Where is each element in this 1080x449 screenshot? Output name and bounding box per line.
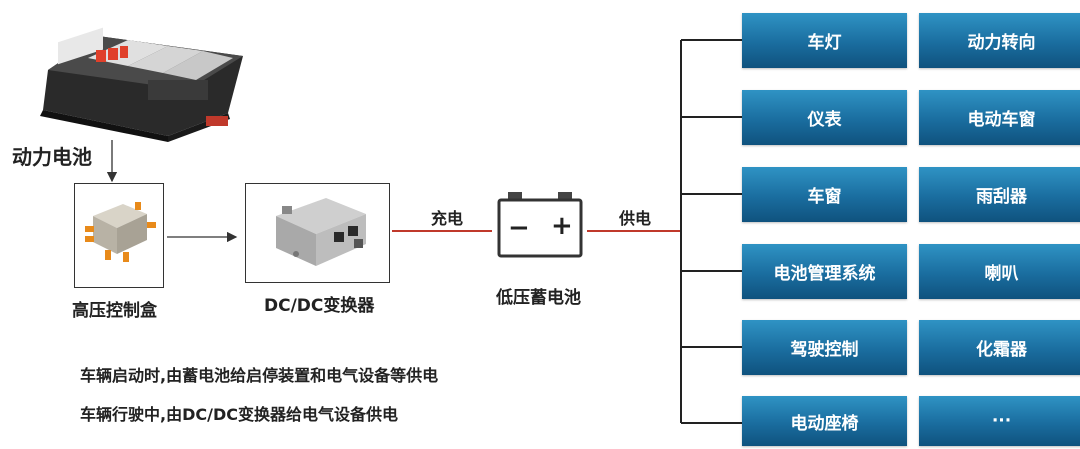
load-tile-defroster: 化霜器 xyxy=(919,320,1080,375)
note-driving: 车辆行驶中,由DC/DC变换器给电气设备供电 xyxy=(80,405,398,424)
note-startup: 车辆启动时,由蓄电池给启停装置和电气设备等供电 xyxy=(80,366,439,385)
load-tile-more: ··· xyxy=(919,396,1080,446)
hv-control-box xyxy=(74,183,164,288)
load-tile-power-window: 电动车窗 xyxy=(919,90,1080,145)
load-tile-driving-control: 驾驶控制 xyxy=(742,320,907,375)
supply-label: 供电 xyxy=(619,209,652,228)
dcdc-label: DC/DC变换器 xyxy=(264,296,375,316)
load-tile-bms: 电池管理系统 xyxy=(742,244,907,299)
lv-battery-label: 低压蓄电池 xyxy=(496,288,581,308)
load-tile-window: 车窗 xyxy=(742,167,907,222)
load-tile-headlight: 车灯 xyxy=(742,13,907,68)
load-tile-horn: 喇叭 xyxy=(919,244,1080,299)
battery-minus: − xyxy=(508,213,530,243)
power-battery-label: 动力电池 xyxy=(12,145,92,169)
battery-plus: + xyxy=(551,211,573,241)
load-tile-wiper: 雨刮器 xyxy=(919,167,1080,222)
hv-box-image xyxy=(85,202,156,262)
load-tile-power-seat: 电动座椅 xyxy=(742,396,907,446)
dcdc-converter-box xyxy=(245,183,390,283)
lv-battery-icon xyxy=(497,192,583,258)
dcdc-image xyxy=(276,198,366,266)
power-battery-image xyxy=(40,27,243,142)
load-tile-instrument: 仪表 xyxy=(742,90,907,145)
hv-box-label: 高压控制盒 xyxy=(72,301,157,321)
charge-label: 充电 xyxy=(431,209,464,228)
load-tile-power-steering: 动力转向 xyxy=(919,13,1080,68)
